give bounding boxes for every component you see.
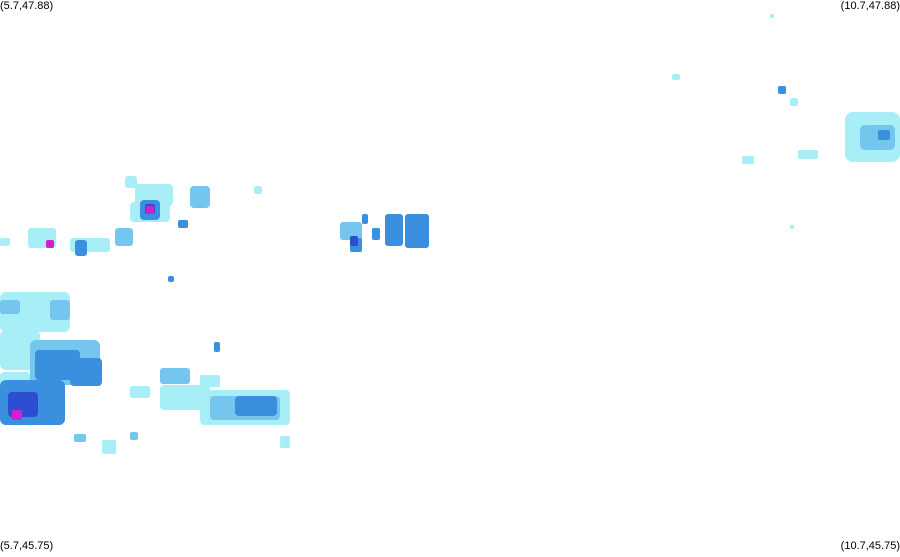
radar-echo-cell bbox=[790, 98, 798, 106]
radar-echo-cell bbox=[146, 206, 154, 214]
radar-echo-cell bbox=[790, 225, 794, 229]
radar-echo-cell bbox=[125, 176, 137, 188]
radar-echo-cell bbox=[280, 436, 290, 448]
radar-echo-cell bbox=[0, 300, 20, 314]
radar-echo-cell bbox=[770, 14, 774, 18]
radar-echo-cell bbox=[160, 385, 210, 410]
radar-echo-cell bbox=[130, 432, 138, 440]
radar-echo-cell bbox=[778, 86, 786, 94]
radar-echo-cell bbox=[12, 410, 22, 420]
radar-echo-cell bbox=[672, 74, 680, 80]
radar-echo-cell bbox=[50, 300, 70, 320]
radar-echo-cell bbox=[214, 342, 220, 352]
echo-extreme bbox=[12, 206, 154, 420]
radar-echo-cell bbox=[340, 222, 362, 240]
radar-echo-cell bbox=[178, 220, 188, 228]
radar-echo-cell bbox=[74, 434, 86, 442]
radar-echo-cell bbox=[235, 396, 277, 416]
radar-echo-cell bbox=[190, 186, 210, 208]
radar-echo-cell bbox=[168, 276, 174, 282]
radar-echo-cell bbox=[362, 214, 368, 224]
corner-label-top-left: (5.7,47.88) bbox=[0, 0, 54, 12]
radar-echo-cell bbox=[372, 228, 380, 240]
radar-echo-cell bbox=[35, 350, 80, 380]
corner-label-bottom-left: (5.7,45.75) bbox=[0, 540, 54, 552]
radar-echo-cell bbox=[254, 186, 262, 194]
radar-echo-cell bbox=[0, 238, 10, 246]
radar-echo-cell bbox=[200, 375, 220, 387]
radar-echo-cell bbox=[878, 130, 890, 140]
radar-echo-cell bbox=[70, 358, 102, 386]
radar-echo-cell bbox=[405, 214, 429, 248]
echo-very-light bbox=[0, 14, 900, 454]
radar-echo-cell bbox=[350, 236, 358, 246]
radar-echo-cell bbox=[102, 440, 116, 454]
radar-echo-cell bbox=[742, 156, 754, 164]
radar-echo-cell bbox=[130, 386, 150, 398]
corner-label-top-right: (10.7,47.88) bbox=[840, 0, 900, 12]
radar-echo-cell bbox=[46, 240, 54, 248]
echo-moderate bbox=[0, 86, 890, 425]
radar-echo-cell bbox=[385, 214, 403, 246]
radar-echo-cell bbox=[160, 368, 190, 384]
radar-echo-cell bbox=[75, 240, 87, 256]
corner-label-bottom-right: (10.7,45.75) bbox=[840, 540, 900, 552]
radar-echo-cell bbox=[798, 150, 818, 159]
radar-echo-cell bbox=[115, 228, 133, 246]
